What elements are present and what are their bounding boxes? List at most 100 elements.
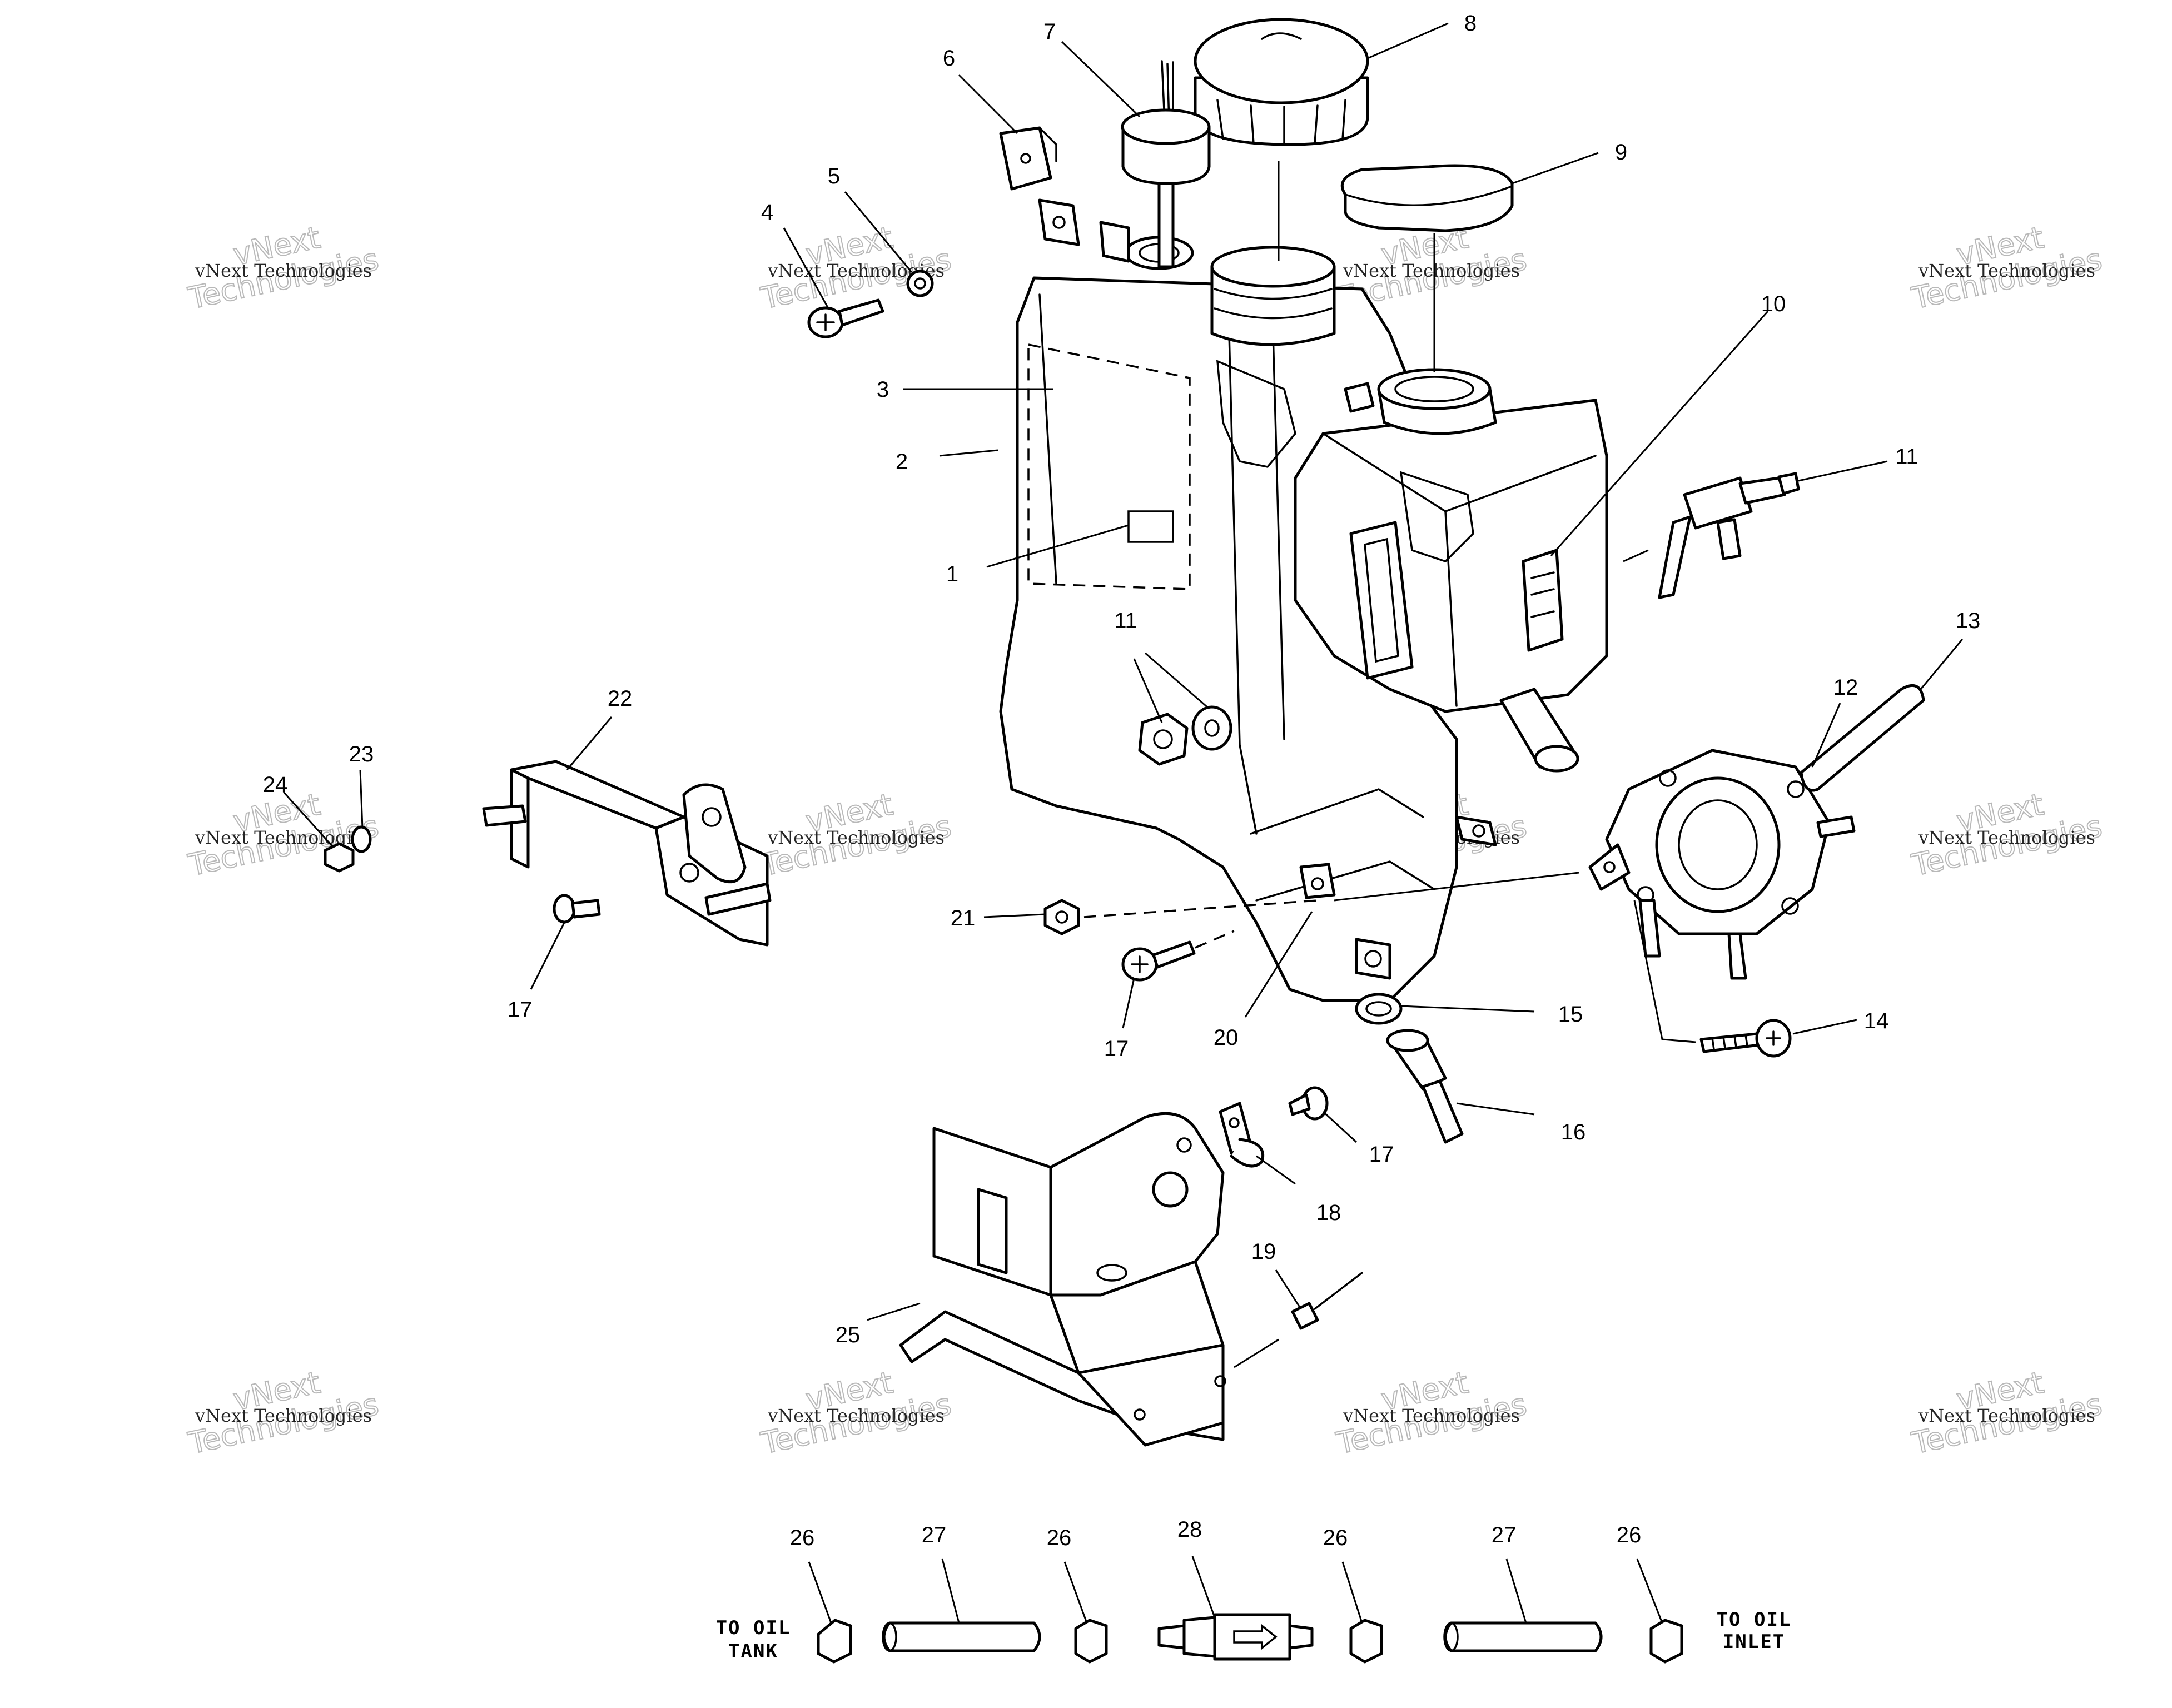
reservoir-outlet-end [1534,745,1579,773]
lock-washer [351,825,372,853]
rivet-19 [1291,1272,1363,1330]
pump-nipple [1816,815,1856,838]
watermark-small: vNext Technologies [1343,1405,1520,1426]
valve-nozzle [1777,472,1800,495]
clamp-26 [1074,1619,1108,1664]
leader-2 [939,449,998,457]
callout-6: 6 [943,46,955,71]
hose-end [882,1622,897,1652]
leader-lines [282,22,1964,1624]
screw-shank [838,298,884,327]
leader-13 [1920,639,1964,690]
leader-valve-axis [1623,549,1649,562]
tank-mount-tab [1038,198,1080,246]
tank-mount-hole [1052,216,1066,229]
watermark-small: vNext Technologies [1918,1405,2095,1426]
leader-28 [1191,1556,1216,1618]
leader-26b [1063,1561,1088,1624]
watermark-small: vNext Technologies [1918,827,2095,848]
star-washer-hole [914,277,926,290]
reservoir-cap-body [1340,164,1514,232]
tank-outlet-hole [1364,950,1382,968]
bracket-ear [682,783,747,884]
hex-nut-hole [1055,910,1068,924]
leader-11-left-a [1133,658,1163,723]
lower-bracket-hole [1214,1375,1226,1387]
leader-19 [1275,1269,1302,1309]
screw-4 [807,298,884,338]
clip-loop [1230,1138,1264,1168]
callout-16: 16 [1561,1120,1586,1144]
callout-26b: 26 [1047,1526,1072,1550]
screw-path [1195,930,1235,949]
hex-nut [324,842,355,873]
tank-fold-line [1227,310,1258,835]
callout-2: 2 [896,450,908,474]
lower-bracket-25 [899,1112,1226,1447]
lower-bracket-hole-large [1152,1171,1189,1208]
grommet-15 [1355,993,1403,1025]
secondary-reservoir [1294,368,1608,773]
lower-bracket-slot [977,1188,1008,1274]
reservoir-neck-inner [1394,376,1474,402]
clamp-body [1349,1619,1383,1664]
leader-16 [1456,1102,1535,1116]
bracket-plate [510,760,685,830]
leader-27a [941,1558,960,1624]
oil-pump [1588,684,1925,1058]
bracket-stud [704,882,772,916]
callout-14: 14 [1864,1009,1889,1033]
watermark-small: vNext Technologies [195,260,372,281]
callout-26a: 26 [790,1526,815,1550]
hose-end [1443,1622,1459,1652]
callout-22: 22 [608,686,633,711]
clamp-26 [1349,1619,1383,1664]
lower-bracket-hole [1134,1408,1146,1421]
bracket-hole [702,807,722,827]
valve-port [1716,518,1742,560]
nut-21 [1043,899,1080,935]
lower-bracket-hole-mid [1096,1264,1127,1282]
clamp-body [1074,1619,1108,1664]
callout-4: 4 [761,200,773,225]
tank-side-tab-hole [1472,824,1485,838]
rivet-body [1291,1302,1319,1330]
sensor-bracket-slot [1530,571,1555,618]
callout-10: 10 [1761,292,1786,316]
grommet-ring [1355,993,1403,1025]
clip-hole [1229,1117,1240,1128]
leader-15 [1400,1005,1535,1013]
leader-26d [1636,1558,1663,1624]
flat-washer [1191,705,1232,751]
pump-mount-ear [1588,843,1631,891]
screw-shank [1288,1093,1311,1116]
tank-side-tab [1455,815,1497,846]
leader-7 [1061,41,1141,118]
callout-12: 12 [1833,675,1858,700]
sensor-stem [1157,182,1175,268]
callout-26d: 26 [1617,1523,1642,1547]
leader-11-right [1798,460,1888,482]
rivet-17-left [553,894,601,924]
lower-bracket-front [1077,1343,1225,1447]
tank-fold-line [1038,293,1057,585]
lower-bracket-hole [1176,1137,1192,1153]
leader-24 [282,791,335,849]
valve-fitting-11 [1658,472,1800,599]
routing-left-1: TO OIL [716,1617,791,1639]
hex-nut [1043,899,1080,935]
flow-arrow-icon [1233,1624,1278,1650]
decal-outline [1027,343,1191,590]
clamp-26 [817,1619,852,1664]
small-label [1127,510,1174,543]
reservoir-edge [1399,471,1474,563]
leader-17-left [530,922,565,990]
pump-mount-path [1334,872,1579,902]
clip [999,126,1052,191]
valve-stem [1738,476,1786,505]
callout-17-left: 17 [508,998,533,1022]
hose-27 [1443,1621,1603,1652]
reservoir-nipple [1344,382,1375,413]
filler-cap-grip [1216,99,1346,146]
callout-21: 21 [951,906,976,930]
